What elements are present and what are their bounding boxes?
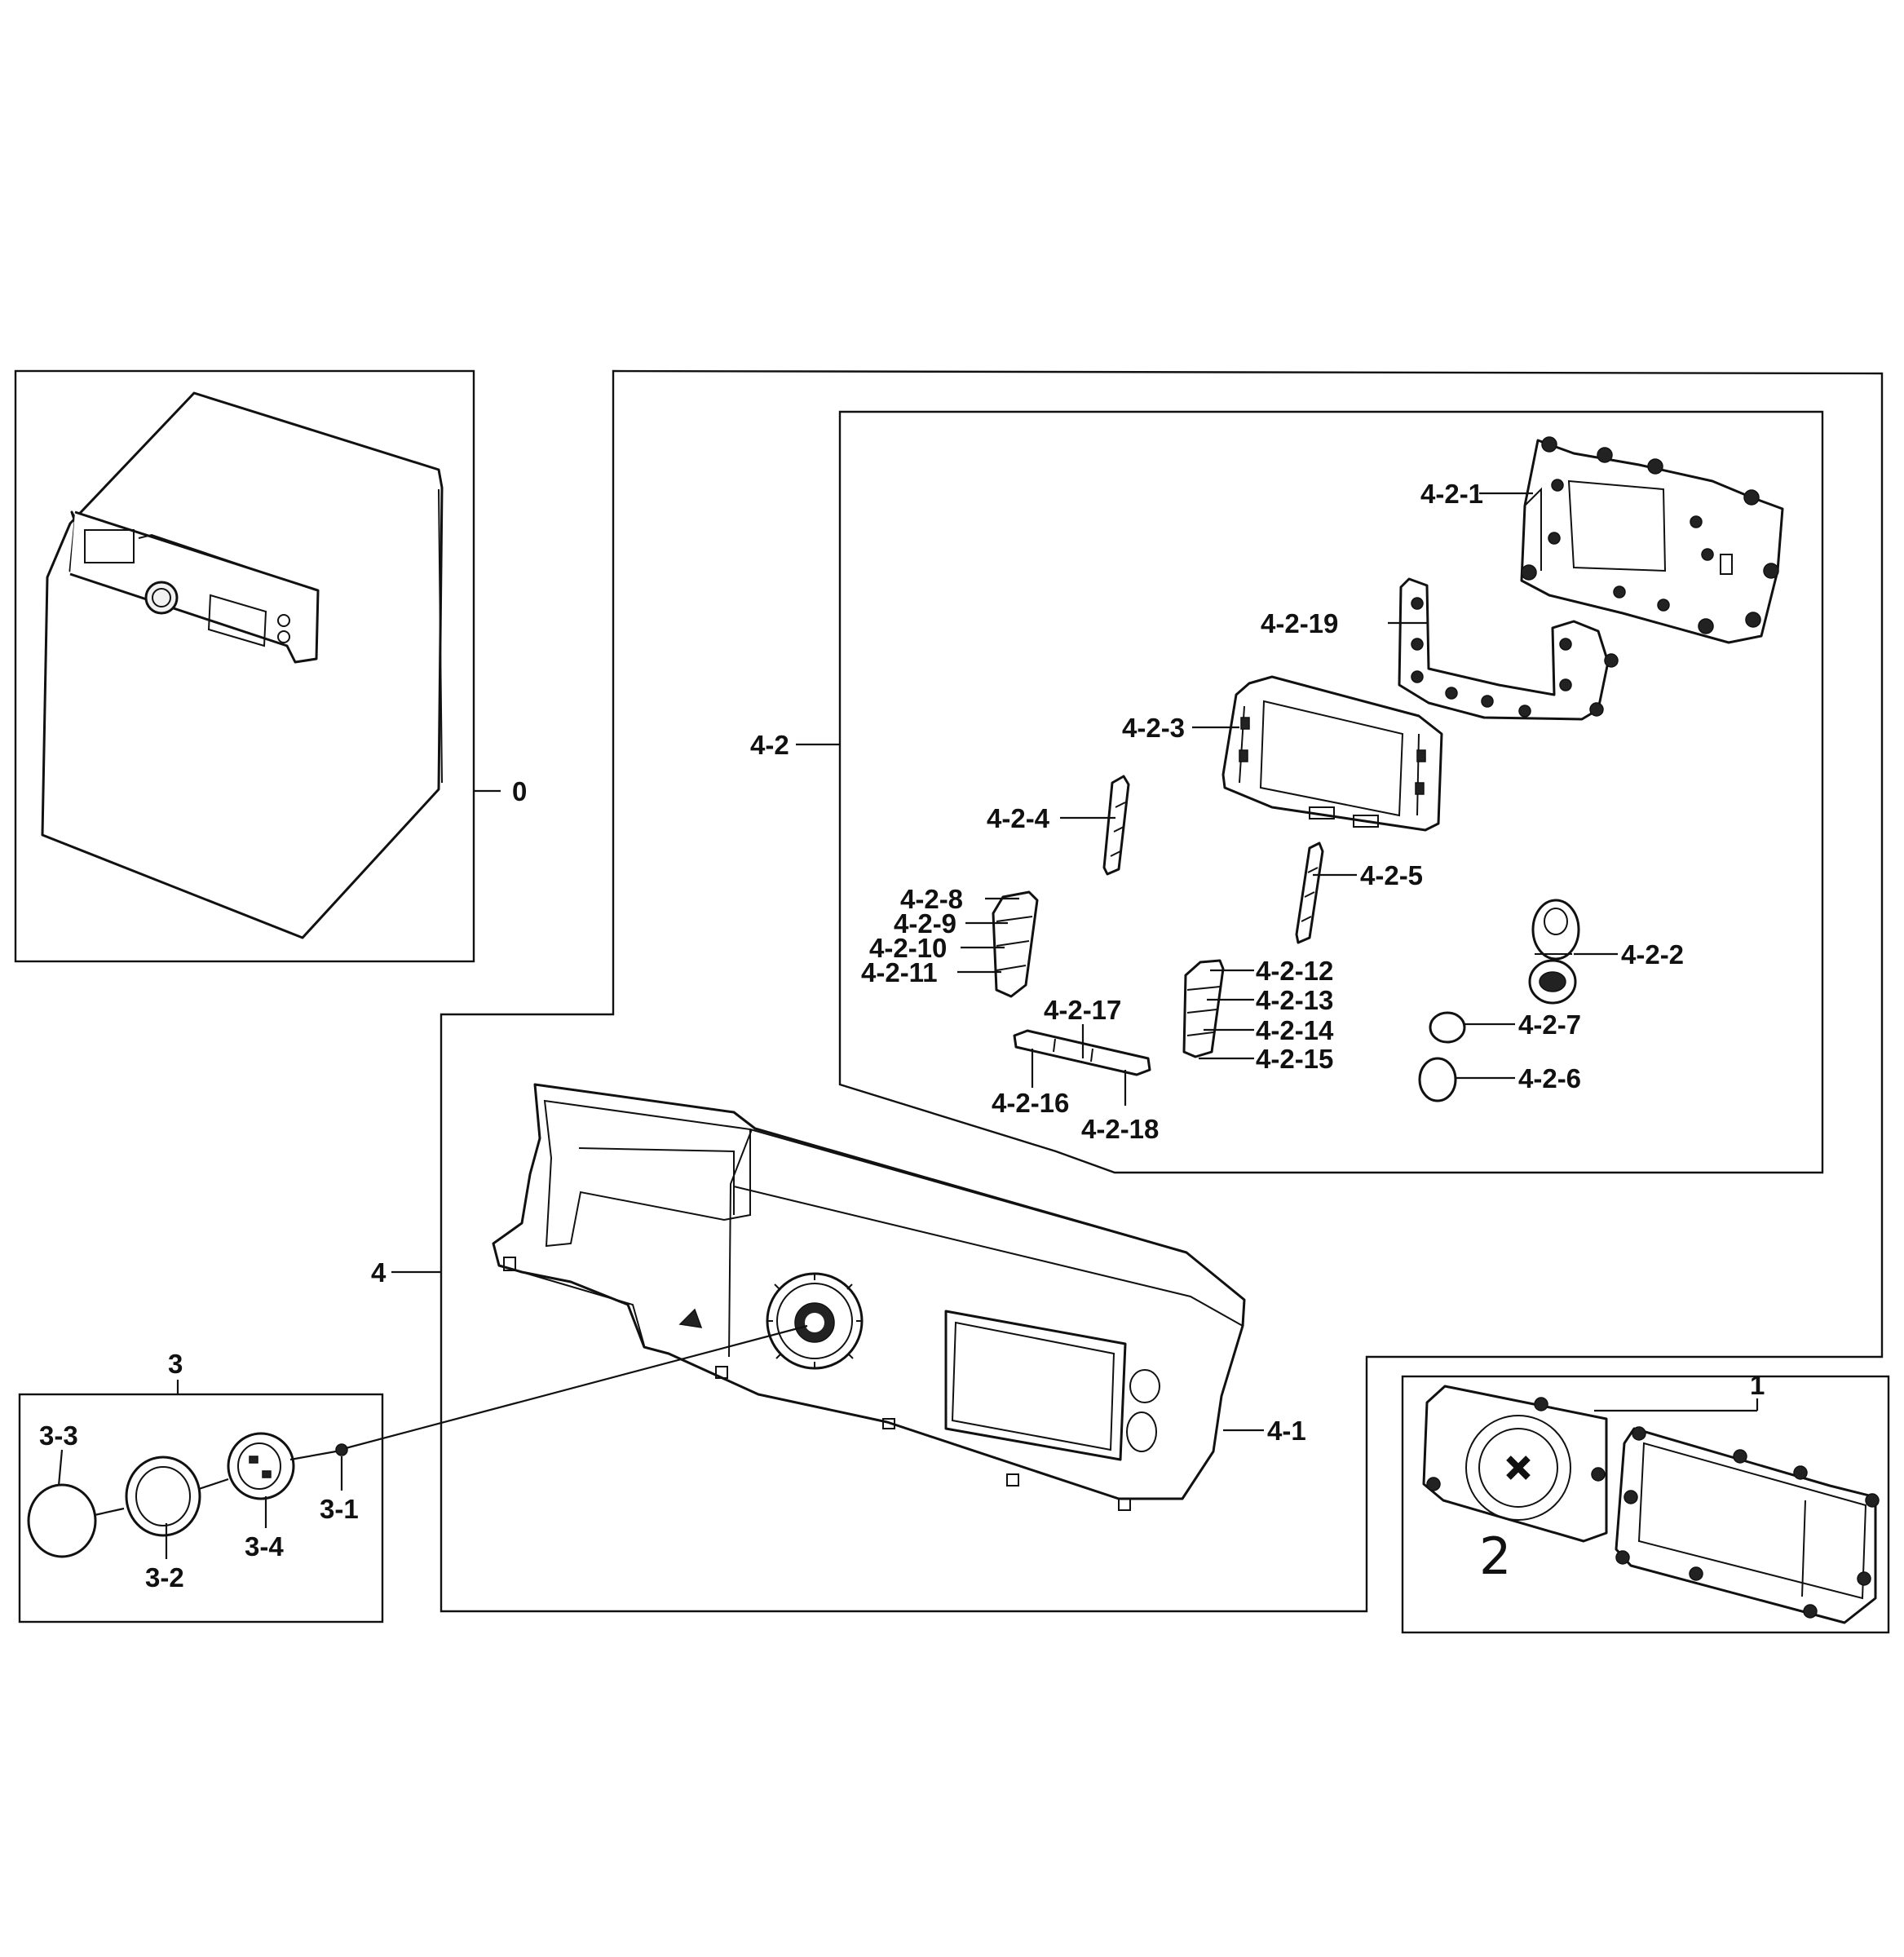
label-0: 0 [512,776,527,806]
knob-bracket-part [1528,899,1580,1005]
label-3-2: 3-2 [145,1562,184,1593]
button-strip-left-part [992,890,1039,998]
label-4-1: 4-1 [1267,1416,1306,1446]
label-1: 1 [1750,1370,1765,1400]
knob-ring-part [125,1456,201,1537]
label-3-4: 3-4 [245,1531,284,1562]
label-4: 4 [371,1257,387,1288]
label-4-2-14: 4-2-14 [1256,1015,1334,1045]
knob-screw-part [335,1443,348,1456]
frame-assembly-3 [18,1393,384,1623]
button-4-2-7-part [1429,1011,1466,1044]
label-4-2: 4-2 [750,730,789,760]
display-holder-part [1221,675,1443,832]
label-4-2-5: 4-2-5 [1360,860,1423,890]
label-3-3: 3-3 [39,1420,78,1451]
label-4-2-18: 4-2-18 [1081,1114,1159,1144]
pcb-assembly-part [1422,1385,1880,1624]
knob-cap-part [27,1483,97,1558]
light-guide-4-2-4-part [1102,775,1130,876]
label-4-2-15: 4-2-15 [1256,1044,1333,1074]
label-4-2-8: 4-2-8 [900,884,963,914]
button-4-2-6-part [1418,1057,1457,1102]
label-4-2-16: 4-2-16 [992,1088,1069,1118]
label-4-2-1: 4-2-1 [1420,479,1483,509]
label-4-2-17: 4-2-17 [1044,995,1121,1025]
label-4-2-7: 4-2-7 [1518,1009,1581,1040]
label-4-2-12: 4-2-12 [1256,956,1333,986]
frame-assembly-1 [1401,1375,1890,1634]
label-3-1: 3-1 [320,1494,359,1524]
leader-lines [57,492,1759,1559]
label-4-2-10: 4-2-10 [869,933,947,963]
label-4-2-4: 4-2-4 [987,803,1050,833]
knob-holder-part [227,1432,295,1500]
frame-assembly-0 [14,369,475,963]
label-4-2-9: 4-2-9 [894,908,956,939]
label-3: 3 [168,1349,183,1379]
label-4-2-6: 4-2-6 [1518,1063,1581,1093]
frame-assembly-4-2 [838,410,1824,1174]
button-strip-right-part [1182,959,1225,1058]
control-panel-frame-part [492,1083,1246,1511]
label-4-2-3: 4-2-3 [1122,713,1185,743]
label-2-handwritten: 2 [1479,1526,1511,1586]
part-labels: 0 4-2 4-2-1 4-2-19 4-2-3 4-2-4 4-2-5 4-2… [39,479,1765,1593]
label-4-2-11: 4-2-11 [861,957,938,987]
main-pcb-part [1520,436,1784,644]
label-4-2-19: 4-2-19 [1261,608,1338,638]
frame-assembly-4 [440,369,1884,1613]
led-board-part [1398,577,1619,721]
label-4-2-2: 4-2-2 [1621,939,1684,970]
dryer-cabinet-part [41,391,444,939]
label-4-2-13: 4-2-13 [1256,985,1333,1015]
light-guide-4-2-5-part [1295,842,1324,944]
